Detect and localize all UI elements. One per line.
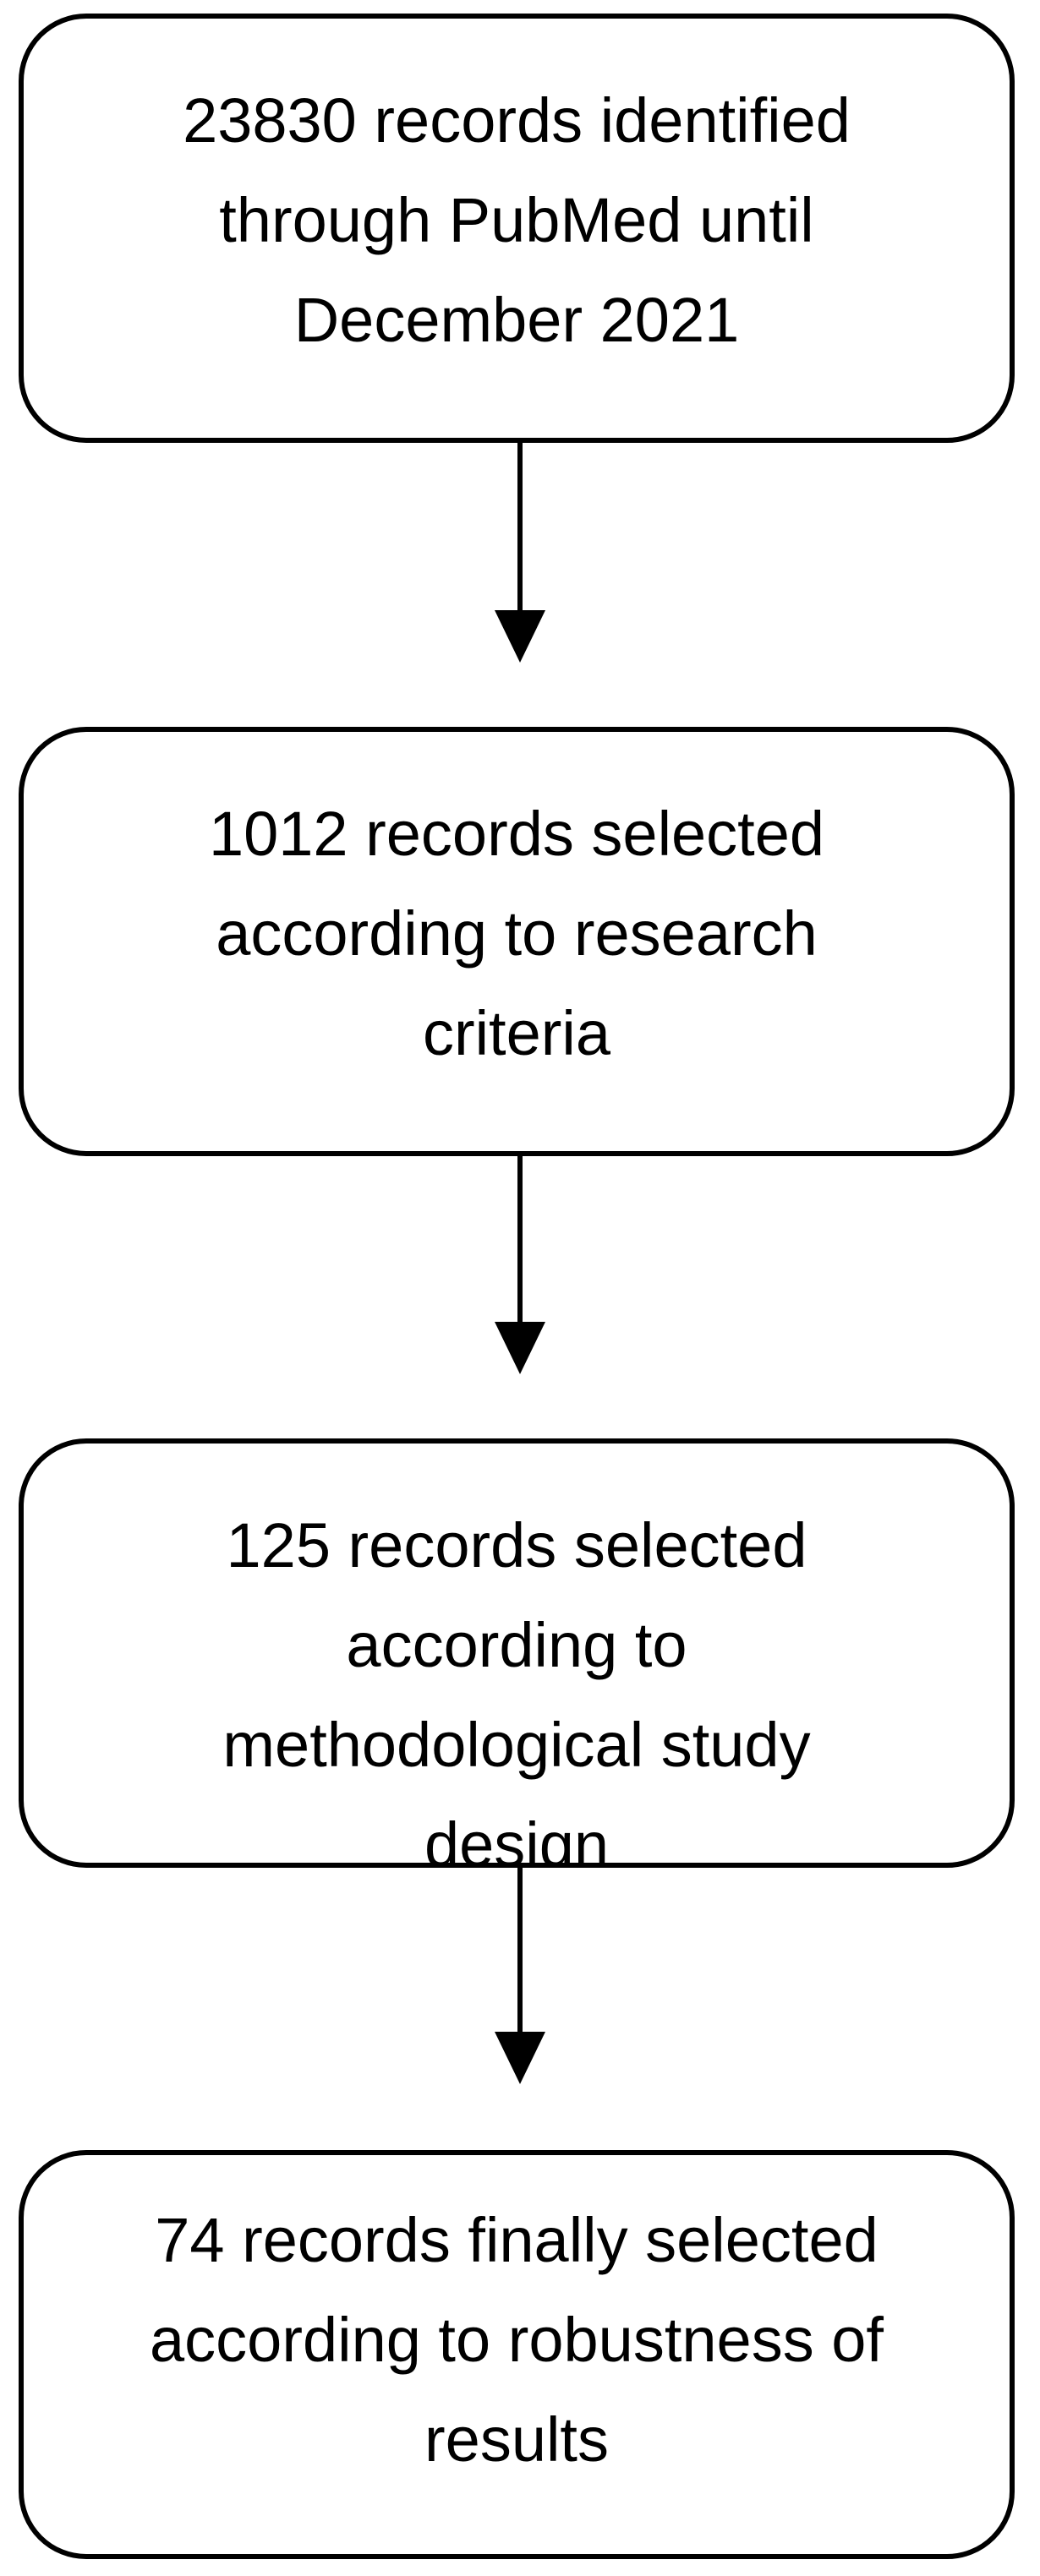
flow-arrow-down [495,1868,545,2084]
arrow-head-icon [495,2032,545,2084]
arrow-shaft [517,1868,523,2033]
flow-step-identified: 23830 records identified through PubMed … [19,14,1015,443]
arrow-shaft [517,1156,523,1323]
flow-step-text: 1012 records selected according to resea… [208,799,825,1068]
arrow-head-icon [495,1322,545,1374]
arrow-shaft [517,443,523,612]
flow-step-text: 74 records finally selected according to… [150,2205,884,2475]
flow-step-methodological-design: 125 records selected according to method… [19,1438,1015,1868]
flow-step-text: 125 records selected according to method… [222,1510,811,1868]
flow-step-final-selection: 74 records finally selected according to… [19,2150,1015,2559]
flow-arrow-down [495,443,545,663]
arrow-head-icon [495,610,545,663]
flow-step-text: 23830 records identified through PubMed … [183,85,851,355]
flow-arrow-down [495,1156,545,1374]
flow-step-research-criteria: 1012 records selected according to resea… [19,727,1015,1156]
